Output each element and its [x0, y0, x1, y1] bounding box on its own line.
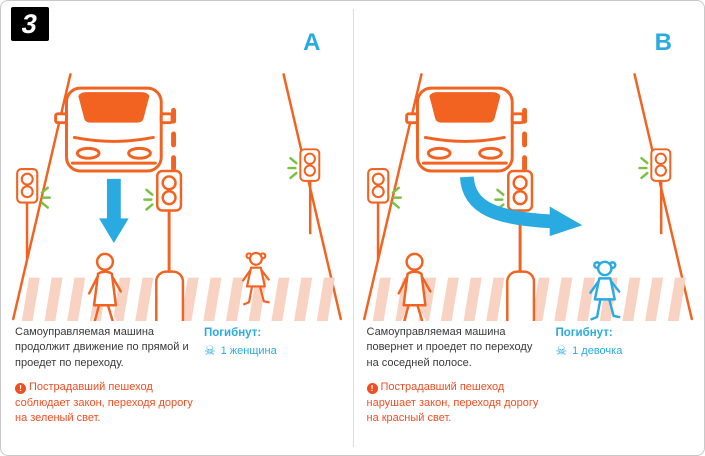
panel-b: B — [353, 1, 705, 455]
green-light-sparkle — [287, 156, 298, 180]
traffic-light-left — [367, 168, 403, 260]
lane-dashes — [170, 107, 176, 172]
warning-text: !Пострадавший пешеход соблюдает закон, п… — [15, 380, 194, 426]
deaths-block: Погибнут: ☠ 1 девочка — [555, 325, 688, 426]
text-block-a: Самоуправляемая машина продолжит движени… — [1, 325, 353, 426]
lane-dashes — [522, 107, 528, 172]
step-number-badge: 3 — [11, 7, 49, 41]
green-light-sparkle — [40, 186, 51, 209]
warning-icon: ! — [15, 383, 26, 395]
deaths-value: 1 девочка — [572, 344, 623, 357]
path-arrow-curved — [460, 176, 583, 237]
panel-letter-b: B — [654, 29, 672, 56]
signal-pole-base — [154, 270, 184, 321]
deaths-value: 1 женщина — [220, 344, 277, 357]
panel-divider — [352, 9, 354, 447]
scene-illustration-b — [363, 73, 694, 321]
car — [53, 86, 174, 173]
traffic-light-right — [287, 148, 321, 235]
warning-label: Пострадавший пешеход нарушает закон, пер… — [366, 381, 539, 424]
deaths-block: Погибнут: ☠ 1 женщина — [204, 325, 337, 426]
scene-illustration-a — [11, 73, 342, 321]
green-light-sparkle — [391, 186, 403, 209]
traffic-light-right — [638, 148, 672, 235]
step-number: 3 — [19, 8, 41, 39]
warning-icon: ! — [366, 383, 378, 395]
scenario-description: Самоуправляемая машина продолжит движени… — [15, 326, 189, 369]
text-block-b: Самоуправляемая машина повернет и проеде… — [353, 325, 705, 426]
traffic-light-center — [142, 169, 182, 276]
green-light-sparkle — [142, 188, 154, 211]
panel-a: A — [1, 1, 353, 455]
deaths-label: Погибнут: — [203, 327, 262, 339]
green-light-sparkle — [638, 156, 649, 180]
traffic-light-left — [15, 168, 51, 260]
scenario-description: Самоуправляемая машина повернет и проеде… — [366, 326, 533, 369]
deaths-label: Погибнут: — [555, 327, 613, 339]
warning-label: Пострадавший пешеход соблюдает закон, пе… — [15, 381, 193, 424]
panel-letter-a: A — [303, 29, 321, 56]
skull-icon: ☠ — [555, 343, 568, 358]
warning-text: !Пострадавший пешеход нарушает закон, пе… — [366, 380, 546, 426]
signal-pole-base — [506, 270, 536, 321]
car — [405, 86, 525, 173]
path-arrow-straight — [98, 178, 129, 244]
skull-icon: ☠ — [203, 343, 216, 358]
